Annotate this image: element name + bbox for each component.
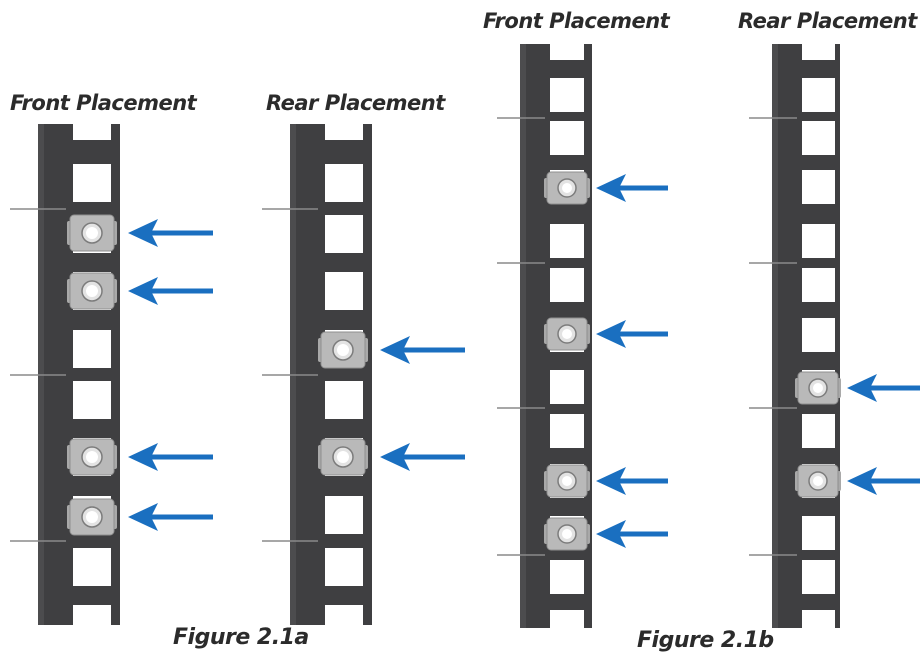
rail-a-front-square-hole	[73, 330, 111, 368]
arrow-head	[128, 277, 158, 305]
cage-nut-icon	[544, 317, 590, 351]
rail-b-rear-edge	[772, 44, 778, 628]
figure-a-caption: Figure 2.1a	[173, 625, 309, 650]
rail-b-rear-square-hole	[802, 318, 835, 352]
cage-nut-hole	[86, 451, 98, 463]
rail-b-rear-square-hole	[802, 224, 835, 258]
cage-nut-hole	[86, 511, 98, 523]
figure-a-rear-label: Rear Placement	[266, 91, 445, 115]
cage-nut-icon	[795, 371, 841, 405]
cage-nut-hole	[86, 285, 98, 297]
figure-b-caption: Figure 2.1b	[637, 628, 774, 653]
rail-b-front-square-hole	[550, 44, 584, 60]
rail-b-rear-square-hole	[802, 44, 835, 60]
arrow-left-icon	[596, 520, 668, 548]
cage-nut-icon	[67, 214, 117, 252]
cage-nut-icon	[544, 517, 590, 551]
arrows-layer	[128, 174, 920, 548]
rail-b-rear-square-hole	[802, 268, 835, 302]
cage-nut-icon	[318, 331, 368, 369]
rail-b-rear-square-hole	[802, 170, 835, 204]
arrow-head	[128, 503, 158, 531]
cage-nut-icon	[67, 498, 117, 536]
rail-b-rear	[749, 44, 840, 628]
figure-a-front-label: Front Placement	[10, 91, 197, 115]
rail-b-rear-square-hole	[802, 516, 835, 550]
rail-b-front-square-hole	[550, 121, 584, 155]
arrow-left-icon	[847, 374, 920, 402]
rail-b-front-edge	[520, 44, 526, 628]
rail-a-rear-square-hole	[325, 605, 363, 625]
rail-b-front-square-hole	[550, 268, 584, 302]
arrow-left-icon	[380, 443, 465, 471]
rail-b-rear-square-hole	[802, 560, 835, 594]
rail-b-front-square-hole	[550, 414, 584, 448]
rail-a-rear	[262, 124, 372, 625]
cage-nut-hole	[337, 344, 349, 356]
rail-a-rear-square-hole	[325, 215, 363, 253]
rail-a-rear-square-hole	[325, 124, 363, 140]
arrow-left-icon	[596, 174, 668, 202]
arrow-head	[380, 336, 410, 364]
cage-nuts-layer	[67, 171, 841, 551]
cage-nut-hole	[562, 529, 572, 539]
rail-b-front-square-hole	[550, 560, 584, 594]
arrow-head	[596, 174, 626, 202]
cage-nut-hole	[562, 476, 572, 486]
rail-a-rear-square-hole	[325, 496, 363, 534]
rail-b-front-square-hole	[550, 370, 584, 404]
rail-b-rear-square-hole	[802, 610, 835, 628]
cage-nut-icon	[318, 438, 368, 476]
arrow-left-icon	[128, 503, 213, 531]
rail-b-rear-square-hole	[802, 121, 835, 155]
arrow-left-icon	[596, 320, 668, 348]
arrow-left-icon	[596, 467, 668, 495]
figure-b-front-label: Front Placement	[483, 9, 670, 33]
rail-a-front-square-hole	[73, 124, 111, 140]
cage-nut-hole	[86, 227, 98, 239]
cage-nut-hole	[562, 329, 572, 339]
rail-a-rear-square-hole	[325, 164, 363, 202]
rail-a-front-square-hole	[73, 164, 111, 202]
rail-b-rear-square-hole	[802, 78, 835, 112]
arrow-head	[128, 219, 158, 247]
arrow-head	[596, 467, 626, 495]
arrow-left-icon	[128, 443, 213, 471]
rail-b-rear-square-hole	[802, 414, 835, 448]
arrow-head	[596, 520, 626, 548]
figure-b-rear-label: Rear Placement	[738, 9, 917, 33]
rail-a-rear-square-hole	[325, 272, 363, 310]
rail-a-front-square-hole	[73, 605, 111, 625]
rail-a-rear-square-hole	[325, 548, 363, 586]
rail-b-front-square-hole	[550, 224, 584, 258]
cage-nut-icon	[67, 438, 117, 476]
cage-nut-hole	[813, 383, 823, 393]
arrow-left-icon	[380, 336, 465, 364]
arrow-left-icon	[128, 219, 213, 247]
cage-nut-hole	[562, 183, 572, 193]
rail-a-front-square-hole	[73, 548, 111, 586]
arrow-head	[847, 467, 877, 495]
rail-a-front-square-hole	[73, 381, 111, 419]
rail-a-front	[10, 124, 120, 625]
rail-b-front-square-hole	[550, 78, 584, 112]
cage-nut-icon	[544, 464, 590, 498]
cage-nut-icon	[795, 464, 841, 498]
arrow-head	[596, 320, 626, 348]
arrow-head	[128, 443, 158, 471]
arrow-head	[380, 443, 410, 471]
cage-nut-hole	[813, 476, 823, 486]
arrow-head	[847, 374, 877, 402]
rail-a-rear-square-hole	[325, 381, 363, 419]
cage-nut-icon	[67, 272, 117, 310]
arrow-left-icon	[128, 277, 213, 305]
cage-nut-icon	[544, 171, 590, 205]
rails-layer	[10, 44, 840, 628]
arrow-left-icon	[847, 467, 920, 495]
rail-b-front-square-hole	[550, 610, 584, 628]
cage-nut-hole	[337, 451, 349, 463]
